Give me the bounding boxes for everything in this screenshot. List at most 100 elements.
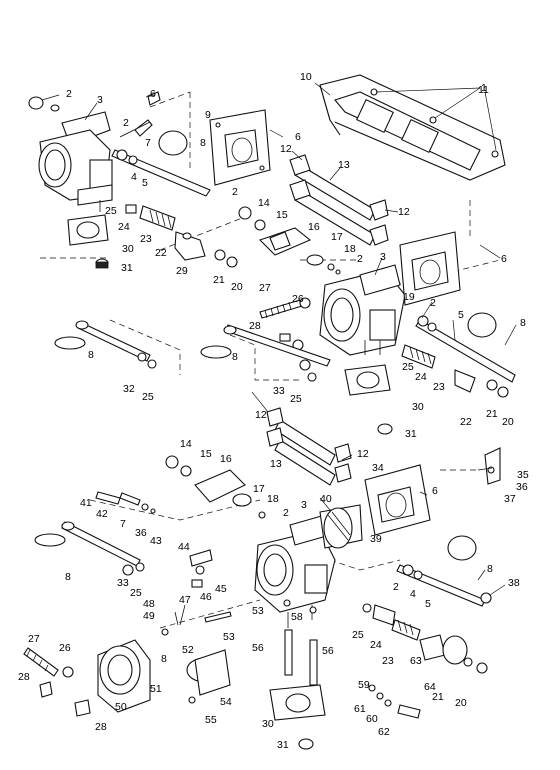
callout-c50: 50	[115, 701, 127, 713]
callout-c15: 15	[276, 209, 288, 221]
callout-c6: 6	[150, 88, 156, 100]
callout-c54: 54	[220, 696, 232, 708]
callout-c30c: 30	[262, 718, 274, 730]
callout-c21b: 21	[486, 408, 498, 420]
dashed-guide-lines	[40, 91, 501, 629]
callout-c49: 49	[143, 610, 155, 622]
idle-screw-lower	[95, 491, 156, 514]
gasket-upper	[67, 214, 109, 269]
linkage-lower	[161, 604, 232, 636]
callout-c20c: 20	[455, 697, 467, 709]
callout-c8c: 8	[88, 349, 94, 361]
callout-c4b: 4	[410, 588, 416, 600]
callout-c16: 16	[308, 221, 320, 233]
callout-c22: 22	[155, 247, 167, 259]
callout-c8b: 8	[520, 317, 526, 329]
callout-c17b: 17	[253, 483, 265, 495]
callout-c43: 43	[150, 535, 162, 547]
callout-c5c: 5	[425, 598, 431, 610]
callout-c24: 24	[118, 221, 130, 233]
callout-c2e: 2	[430, 297, 436, 309]
callout-c8: 8	[200, 137, 206, 149]
callout-c31b: 31	[405, 428, 417, 440]
callout-c24b: 24	[415, 371, 427, 383]
throttle-shaft-upper	[111, 91, 211, 197]
flange-plate	[319, 74, 506, 181]
callout-c14b: 14	[180, 438, 192, 450]
throttle-shaft-lower-left	[34, 521, 145, 576]
callout-c8g: 8	[161, 653, 167, 665]
callout-c56b: 56	[322, 645, 334, 657]
callout-c60: 60	[366, 713, 378, 725]
callout-c2b: 2	[123, 117, 129, 129]
callout-c42: 42	[96, 508, 108, 520]
callout-c6c: 6	[501, 253, 507, 265]
callout-c23: 23	[140, 233, 152, 245]
callout-c13b: 13	[270, 458, 282, 470]
throttle-shaft-lower	[396, 447, 501, 607]
fuel-fitting-44	[189, 549, 213, 588]
callout-c64: 64	[424, 681, 436, 693]
callout-c27b: 27	[28, 633, 40, 645]
carburetor-upper-left	[28, 96, 113, 212]
carburetor-lower	[254, 504, 363, 628]
callout-c47: 47	[179, 594, 191, 606]
callout-c21: 21	[213, 274, 225, 286]
callout-c34: 34	[372, 462, 384, 474]
callout-c53: 53	[252, 605, 264, 617]
callout-c29: 29	[176, 265, 188, 277]
callout-c2c: 2	[232, 186, 238, 198]
callout-c36: 36	[516, 481, 528, 493]
callout-c8e: 8	[65, 571, 71, 583]
callout-c3c: 3	[301, 499, 307, 511]
callout-c33: 33	[273, 385, 285, 397]
callout-c30b: 30	[412, 401, 424, 413]
float-needle-parts	[368, 684, 421, 719]
callout-c24c: 24	[370, 639, 382, 651]
callout-c58: 58	[291, 611, 303, 623]
callout-c22b: 22	[460, 416, 472, 428]
callout-c59: 59	[358, 679, 370, 691]
callout-c8f: 8	[487, 563, 493, 575]
throttle-shaft-left-mid	[200, 324, 331, 382]
gasket-lower	[269, 684, 326, 750]
callout-c20b: 20	[502, 416, 514, 428]
callout-c32: 32	[123, 383, 135, 395]
coolant-tubes-upper	[289, 154, 389, 246]
callout-c30: 30	[122, 243, 134, 255]
callout-c35: 35	[517, 469, 529, 481]
studs-and-nozzles	[283, 599, 318, 686]
callout-c23b: 23	[433, 381, 445, 393]
callout-c12c: 12	[255, 409, 267, 421]
callout-c10: 10	[300, 71, 312, 83]
callout-c25d: 25	[290, 393, 302, 405]
callout-c16b: 16	[220, 453, 232, 465]
callout-c8d: 8	[232, 351, 238, 363]
callout-c12: 12	[280, 143, 292, 155]
callout-c23c: 23	[382, 655, 394, 667]
idle-screw-middle	[259, 297, 311, 351]
callout-c9: 9	[205, 109, 211, 121]
carburetor-middle	[319, 264, 406, 356]
callout-c25c: 25	[142, 391, 154, 403]
callout-c19: 19	[403, 291, 415, 303]
callout-c25e: 25	[130, 587, 142, 599]
callout-c63: 63	[410, 655, 422, 667]
callout-c28: 28	[249, 320, 261, 332]
callout-c12d: 12	[357, 448, 369, 460]
callout-c25f: 25	[352, 629, 364, 641]
bracket-lower	[165, 455, 266, 519]
callout-c39: 39	[370, 533, 382, 545]
callout-c41: 41	[80, 497, 92, 509]
callout-c3b: 3	[380, 251, 386, 263]
bracket-upper	[238, 206, 341, 275]
callout-c14: 14	[258, 197, 270, 209]
coolant-tubes-middle	[266, 407, 352, 486]
callout-c5: 5	[142, 177, 148, 189]
callout-c17: 17	[331, 231, 343, 243]
leader-lines	[41, 82, 517, 596]
bowl-assembly	[23, 639, 151, 717]
callout-c7b: 7	[120, 518, 126, 530]
